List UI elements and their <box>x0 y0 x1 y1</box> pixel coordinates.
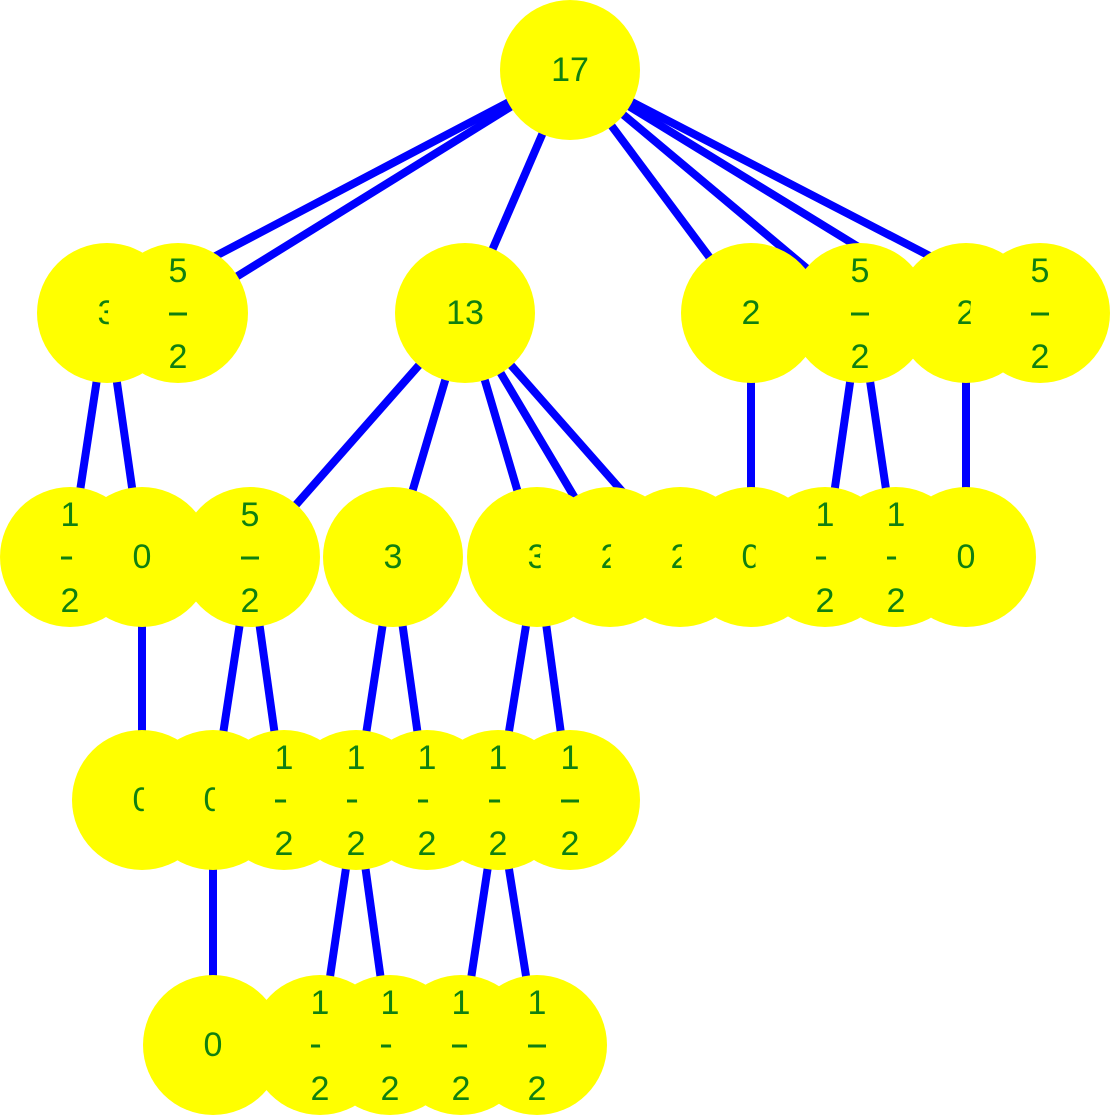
fraction-numerator: 5 <box>169 252 188 290</box>
fraction-denominator: 2 <box>347 825 366 863</box>
fraction-numerator: 5 <box>241 496 260 534</box>
node-label: 3 <box>384 538 403 576</box>
tree-node: 3 <box>323 487 463 627</box>
node-label: 0 <box>957 538 976 576</box>
fraction-denominator: 2 <box>489 825 508 863</box>
tree-node: 52 <box>108 243 248 383</box>
tree-node: 0 <box>72 487 212 627</box>
node-label: 13 <box>446 294 484 332</box>
fraction-denominator: 2 <box>61 582 80 620</box>
edge-n0-n2 <box>175 66 573 317</box>
fraction-numerator: 1 <box>452 984 471 1022</box>
fraction-numerator: 1 <box>61 496 80 534</box>
tree-node: 0 <box>143 975 283 1115</box>
fraction-denominator: 2 <box>381 1070 400 1108</box>
node-label-fraction: 12 <box>816 496 835 620</box>
fraction-numerator: 1 <box>561 739 580 777</box>
fraction-denominator: 2 <box>887 582 906 620</box>
node-circle <box>323 487 463 627</box>
node-label-fraction: 12 <box>561 739 580 863</box>
node-label-fraction: 12 <box>528 984 547 1108</box>
fraction-denominator: 2 <box>816 582 835 620</box>
fraction-numerator: 1 <box>816 496 835 534</box>
node-circle <box>500 0 640 140</box>
fraction-numerator: 1 <box>347 739 366 777</box>
tree-node: 12 <box>467 975 607 1115</box>
node-label-fraction: 12 <box>418 739 437 863</box>
node-label-fraction: 52 <box>1031 252 1050 376</box>
fraction-denominator: 2 <box>418 825 437 863</box>
fraction-denominator: 2 <box>241 582 260 620</box>
fraction-numerator: 1 <box>381 984 400 1022</box>
fraction-numerator: 5 <box>851 252 870 290</box>
fraction-numerator: 1 <box>311 984 330 1022</box>
fraction-numerator: 1 <box>418 739 437 777</box>
fraction-denominator: 2 <box>528 1070 547 1108</box>
tree-node: 12 <box>500 730 640 870</box>
node-label: 0 <box>204 1026 223 1064</box>
fraction-denominator: 2 <box>561 825 580 863</box>
node-label-fraction: 12 <box>489 739 508 863</box>
node-label-fraction: 12 <box>452 984 471 1108</box>
fraction-denominator: 2 <box>1031 338 1050 376</box>
node-label-fraction: 12 <box>61 496 80 620</box>
node-label-fraction: 12 <box>347 739 366 863</box>
node-label-fraction: 52 <box>169 252 188 376</box>
fraction-numerator: 1 <box>887 496 906 534</box>
tree-node: 17 <box>500 0 640 140</box>
node-label-fraction: 12 <box>311 984 330 1108</box>
tree-node: 0 <box>896 487 1036 627</box>
node-label-fraction: 12 <box>275 739 294 863</box>
fraction-denominator: 2 <box>275 825 294 863</box>
tree-node: 52 <box>180 487 320 627</box>
node-circle <box>896 487 1036 627</box>
tree-node: 13 <box>395 243 535 383</box>
node-circle <box>681 243 821 383</box>
tree-node: 2 <box>681 243 821 383</box>
fraction-numerator: 1 <box>489 739 508 777</box>
node-circle <box>143 975 283 1115</box>
fraction-denominator: 2 <box>851 338 870 376</box>
node-circle <box>395 243 535 383</box>
tree-node: 52 <box>970 243 1110 383</box>
fraction-numerator: 5 <box>1031 252 1050 290</box>
fraction-denominator: 2 <box>311 1070 330 1108</box>
node-circle <box>72 487 212 627</box>
node-label: 17 <box>551 51 589 89</box>
fraction-denominator: 2 <box>452 1070 471 1108</box>
fraction-numerator: 1 <box>528 984 547 1022</box>
node-label-fraction: 52 <box>851 252 870 376</box>
fraction-denominator: 2 <box>169 338 188 376</box>
node-label: 0 <box>133 538 152 576</box>
node-label-fraction: 52 <box>241 496 260 620</box>
node-label: 2 <box>742 294 761 332</box>
fraction-numerator: 1 <box>275 739 294 777</box>
tree-node: 52 <box>790 243 930 383</box>
